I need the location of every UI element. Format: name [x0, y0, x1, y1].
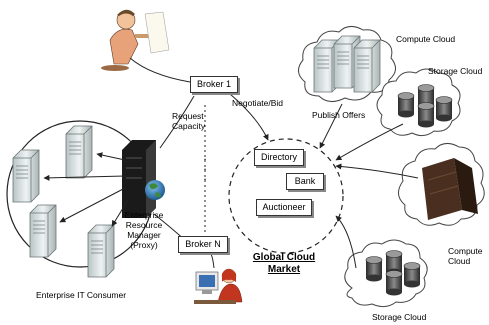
auctioneer-box: Auctioneer — [256, 199, 312, 216]
request-capacity-label: Request Capacity — [172, 111, 206, 131]
storage-cloud-bottom-label: Storage Cloud — [372, 312, 427, 322]
datacenter-icon — [422, 158, 478, 220]
rack-server-icon — [122, 140, 156, 218]
publish-offers-label: Publish Offers — [312, 110, 366, 120]
storage-cloud-top-label: Storage Cloud — [428, 66, 483, 76]
server-icon — [65, 125, 93, 179]
server-icon — [29, 204, 57, 258]
broker-n-box: Broker N — [178, 236, 228, 253]
negotiate-bid-label: Negotiate/Bid — [232, 98, 284, 108]
erm-label: Enterprise Resource Manager (Proxy) — [124, 210, 164, 250]
server-icon — [353, 39, 381, 93]
erm-to-server-arrows — [43, 152, 129, 227]
broker-1-box: Broker 1 — [190, 76, 238, 93]
bank-box: Bank — [286, 173, 324, 190]
compute-cloud-mid-label: Compute Cloud — [448, 246, 483, 266]
global-cloud-market-label: Global Cloud Market — [252, 252, 316, 275]
compute-cloud-top-label: Compute Cloud — [396, 34, 456, 44]
ellipsis-dots: . . . — [203, 152, 207, 182]
globe-icon — [145, 180, 165, 200]
connector-lines — [129, 57, 419, 269]
user-at-computer-icon — [194, 268, 243, 304]
server-icon — [12, 149, 40, 203]
server-icon — [87, 224, 115, 278]
global-cloud-market-boundary — [228, 138, 344, 254]
directory-box: Directory — [254, 149, 304, 166]
enterprise-consumer-label: Enterprise IT Consumer — [36, 290, 127, 300]
businessman-icon — [101, 9, 170, 71]
